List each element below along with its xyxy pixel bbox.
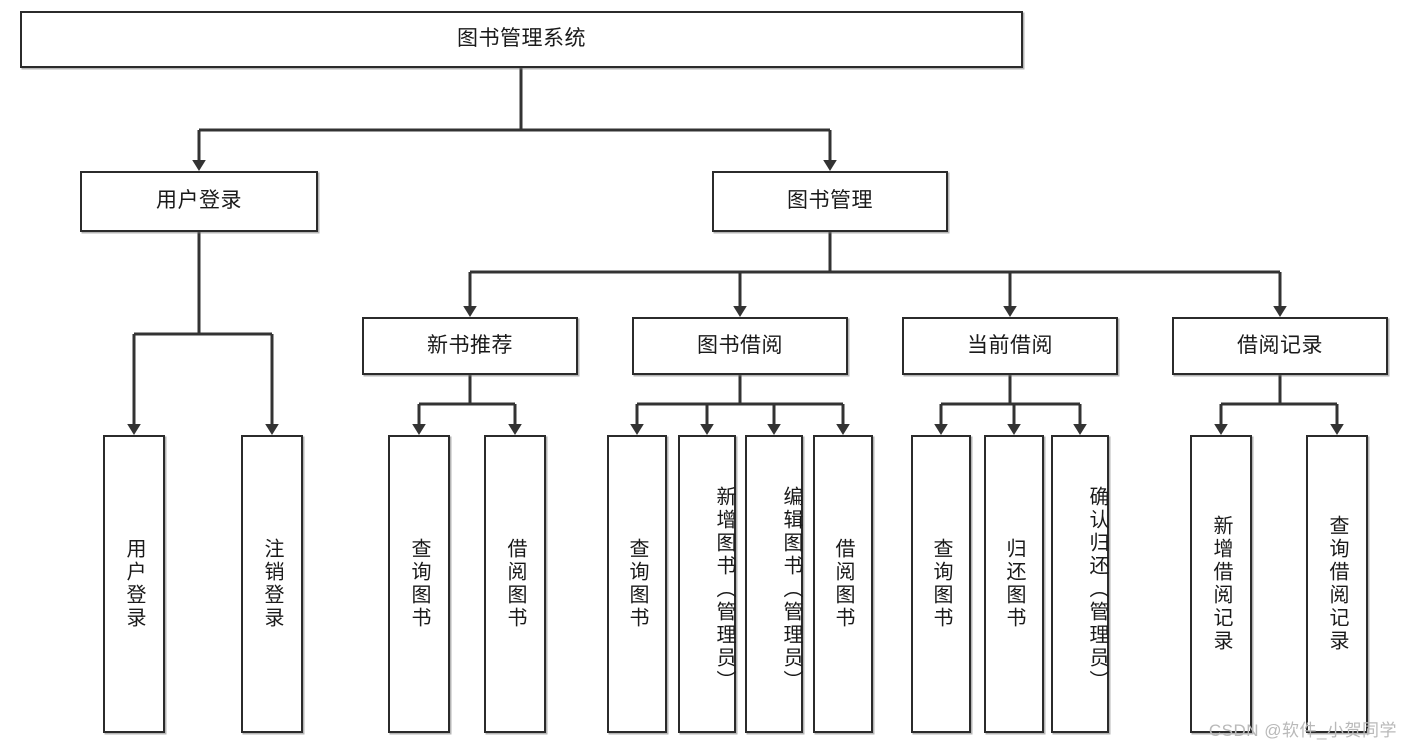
arrow-icon-current-borrow-2 [1073,424,1087,435]
node-leaf-query-record[interactable]: 查询借阅记录 [1306,435,1368,733]
node-label: 新增图书（管理员） [713,485,735,693]
arrow-icon-book-manage-0 [463,306,477,317]
arrow-icon-user-login-0 [127,424,141,435]
arrow-icon-current-borrow-0 [934,424,948,435]
node-label: 图书管理系统 [457,27,586,51]
node-label: 编辑图书（管理员） [780,485,802,693]
node-leaf-add-book[interactable]: 新增图书（管理员） [678,435,736,733]
node-new-book-rec[interactable]: 新书推荐 [362,317,578,375]
node-label: 借阅记录 [1237,333,1323,357]
arrow-icon-root-0 [192,160,206,171]
node-book-borrow[interactable]: 图书借阅 [632,317,848,375]
node-label: 图书借阅 [697,333,783,357]
node-leaf-confirm-return[interactable]: 确认归还（管理员） [1051,435,1109,733]
node-leaf-edit-book[interactable]: 编辑图书（管理员） [745,435,803,733]
node-leaf-add-record[interactable]: 新增借阅记录 [1190,435,1252,733]
arrow-icon-current-borrow-1 [1007,424,1021,435]
node-label: 用户登录 [156,189,242,213]
node-label: 新增借阅记录 [1210,515,1232,653]
watermark-text: CSDN @软件_小贺同学 [1208,721,1397,740]
node-leaf-logout[interactable]: 注销登录 [241,435,303,733]
node-label: 借阅图书 [832,538,854,630]
node-label: 借阅图书 [504,538,526,630]
node-root[interactable]: 图书管理系统 [20,11,1023,68]
arrow-icon-book-manage-2 [1003,306,1017,317]
node-leaf-borrow-book-2[interactable]: 借阅图书 [813,435,873,733]
arrow-icon-book-borrow-2 [767,424,781,435]
node-label: 查询图书 [626,538,648,630]
node-borrow-record[interactable]: 借阅记录 [1172,317,1388,375]
node-label: 查询图书 [408,538,430,630]
arrow-icon-user-login-1 [265,424,279,435]
node-book-manage[interactable]: 图书管理 [712,171,948,232]
node-leaf-return-book[interactable]: 归还图书 [984,435,1044,733]
node-label: 归还图书 [1003,538,1025,630]
node-leaf-query-book-1[interactable]: 查询图书 [388,435,450,733]
arrow-icon-new-book-rec-0 [412,424,426,435]
arrow-icon-borrow-record-1 [1330,424,1344,435]
node-leaf-borrow-book-1[interactable]: 借阅图书 [484,435,546,733]
arrow-icon-book-manage-3 [1273,306,1287,317]
node-leaf-query-book-2[interactable]: 查询图书 [607,435,667,733]
node-label: 图书管理 [787,189,873,213]
arrow-icon-root-1 [823,160,837,171]
node-label: 新书推荐 [427,333,513,357]
arrow-icon-new-book-rec-1 [508,424,522,435]
node-leaf-query-book-3[interactable]: 查询图书 [911,435,971,733]
arrow-icon-borrow-record-0 [1214,424,1228,435]
node-label: 查询借阅记录 [1326,515,1348,653]
node-label: 注销登录 [261,538,283,630]
arrow-icon-book-borrow-1 [700,424,714,435]
node-user-login[interactable]: 用户登录 [80,171,318,232]
node-leaf-user-login[interactable]: 用户登录 [103,435,165,733]
node-current-borrow[interactable]: 当前借阅 [902,317,1118,375]
node-label: 用户登录 [123,538,145,630]
arrow-icon-book-manage-1 [733,306,747,317]
node-label: 确认归还（管理员） [1086,485,1108,693]
node-label: 查询图书 [930,538,952,630]
arrow-icon-book-borrow-3 [836,424,850,435]
node-label: 当前借阅 [967,333,1053,357]
arrow-icon-book-borrow-0 [630,424,644,435]
